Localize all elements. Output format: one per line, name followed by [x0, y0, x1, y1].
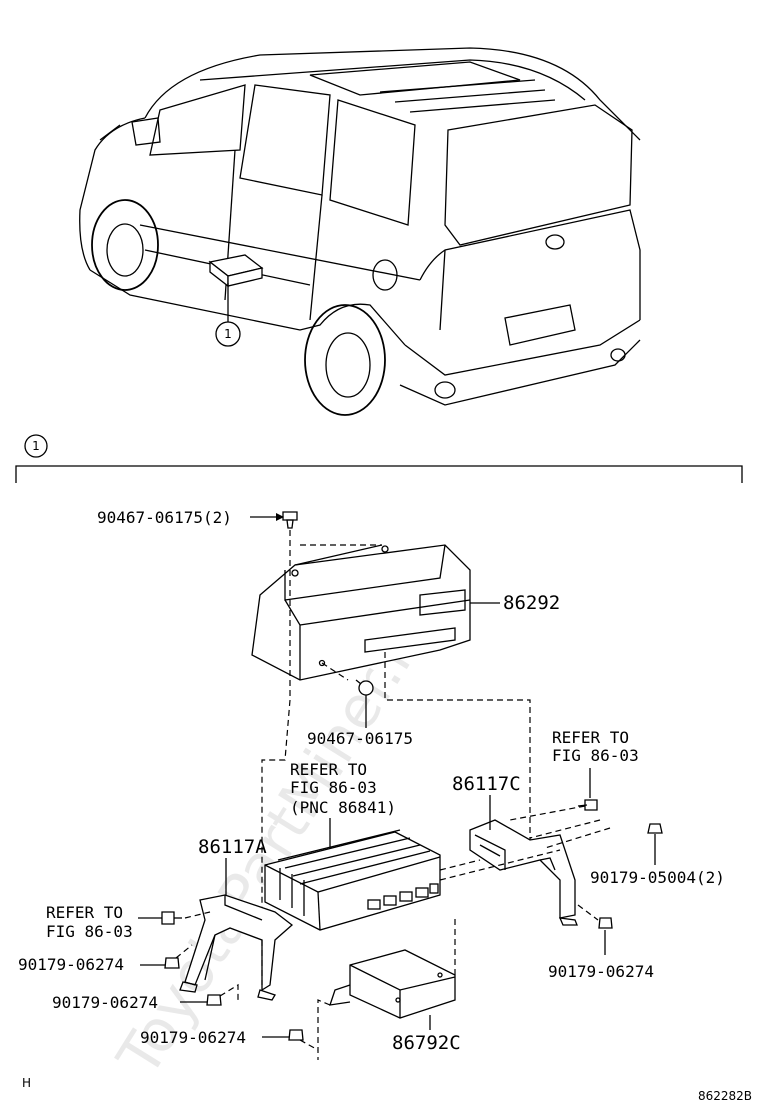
label-90467-06175-2: 90467-06175(2)	[97, 508, 232, 527]
nut-left-c	[262, 1029, 304, 1041]
amplifier-unit	[264, 829, 441, 931]
refer-fig-a-line3: (PNC 86841)	[290, 798, 396, 817]
bolt-right	[577, 799, 598, 811]
detail-callout-number: 1	[32, 439, 40, 453]
label-90179-06274-a: 90179-06274	[18, 955, 124, 974]
detail-callout-circle	[24, 434, 48, 458]
bolt-left	[138, 911, 182, 925]
detail-section: 1	[15, 434, 743, 483]
label-86117a: 86117A	[198, 836, 267, 858]
refer-fig-b-line1: REFER TO	[552, 728, 629, 747]
screw-90467-06175-2	[250, 511, 298, 529]
label-86117c: 86117C	[452, 773, 521, 795]
nut-left-b	[180, 983, 239, 1006]
nut-left-a	[140, 944, 193, 969]
refer-fig-a-line1: REFER TO	[290, 760, 367, 779]
footer-left-code: H	[22, 1076, 31, 1090]
label-90179-05004-2: 90179-05004(2)	[590, 868, 725, 887]
unit-86792c	[329, 949, 456, 1019]
cover-86292	[251, 544, 471, 681]
nut-right-lower	[577, 904, 613, 955]
vehicle-illustration: 1	[79, 47, 641, 416]
label-90179-06274-d: 90179-06274	[548, 962, 654, 981]
refer-fig-c-line1: REFER TO	[46, 903, 123, 922]
label-90467-06175: 90467-06175	[307, 729, 413, 748]
label-86292: 86292	[503, 592, 560, 614]
label-90179-06274-c: 90179-06274	[140, 1028, 246, 1047]
label-90179-06274-b: 90179-06274	[52, 993, 158, 1012]
figure-code: 862282B	[698, 1089, 752, 1103]
vehicle-callout-circle	[215, 321, 241, 347]
refer-fig-a-line2: FIG 86-03	[290, 778, 377, 797]
bracket-86117c	[469, 819, 578, 926]
nut-90179-05004	[647, 823, 663, 865]
screw-90467-06175	[355, 679, 374, 728]
vehicle-callout-number: 1	[224, 327, 232, 341]
refer-fig-c-line2: FIG 86-03	[46, 922, 133, 941]
refer-fig-b-line2: FIG 86-03	[552, 746, 639, 765]
label-86792c: 86792C	[392, 1032, 461, 1054]
